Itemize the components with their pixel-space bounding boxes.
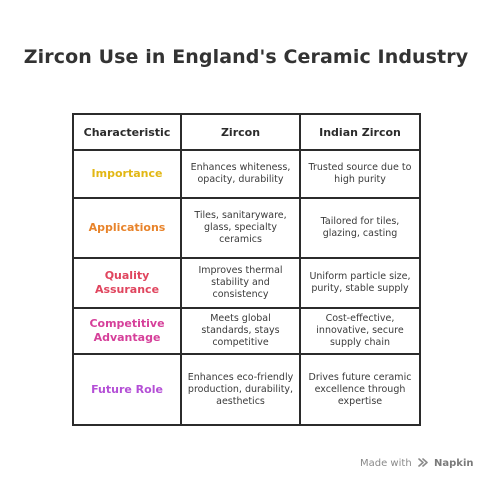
made-with-text: Made with <box>360 458 412 469</box>
cell-indian-competitive-advantage: Cost-effective, innovative, secure suppl… <box>299 307 421 355</box>
table-row: Applications Tiles, sanitaryware, glass,… <box>72 197 421 259</box>
cell-indian-quality-assurance: Uniform particle size, purity, stable su… <box>299 257 421 309</box>
page-title: Zircon Use in England's Ceramic Industry <box>23 46 469 68</box>
cell-zircon-competitive-advantage: Meets global standards, stays competitiv… <box>180 307 301 355</box>
row-label-competitive-advantage: Competitive Advantage <box>72 307 182 355</box>
table-row: Quality Assurance Improves thermal stabi… <box>72 257 421 309</box>
row-label-quality-assurance: Quality Assurance <box>72 257 182 309</box>
cell-indian-applications: Tailored for tiles, glazing, casting <box>299 197 421 259</box>
row-label-importance: Importance <box>72 149 182 199</box>
row-label-applications: Applications <box>72 197 182 259</box>
cell-zircon-applications: Tiles, sanitaryware, glass, specialty ce… <box>180 197 301 259</box>
table-row: Competitive Advantage Meets global stand… <box>72 307 421 355</box>
made-with-napkin-badge[interactable]: Made with Napkin <box>360 457 474 471</box>
cell-indian-importance: Trusted source due to high purity <box>299 149 421 199</box>
napkin-logo-icon <box>418 457 429 471</box>
header-characteristic: Characteristic <box>72 113 182 151</box>
cell-zircon-future-role: Enhances eco-friendly production, durabi… <box>180 353 301 426</box>
cell-zircon-importance: Enhances whiteness, opacity, durability <box>180 149 301 199</box>
cell-zircon-quality-assurance: Improves thermal stability and consisten… <box>180 257 301 309</box>
napkin-brand-text: Napkin <box>434 458 474 469</box>
header-indian-zircon: Indian Zircon <box>299 113 421 151</box>
table-header-row: Characteristic Zircon Indian Zircon <box>72 113 421 151</box>
row-label-future-role: Future Role <box>72 353 182 426</box>
cell-indian-future-role: Drives future ceramic excellence through… <box>299 353 421 426</box>
table-row: Future Role Enhances eco-friendly produc… <box>72 353 421 426</box>
comparison-table: Characteristic Zircon Indian Zircon Impo… <box>72 113 421 426</box>
table-row: Importance Enhances whiteness, opacity, … <box>72 149 421 199</box>
header-zircon: Zircon <box>180 113 301 151</box>
